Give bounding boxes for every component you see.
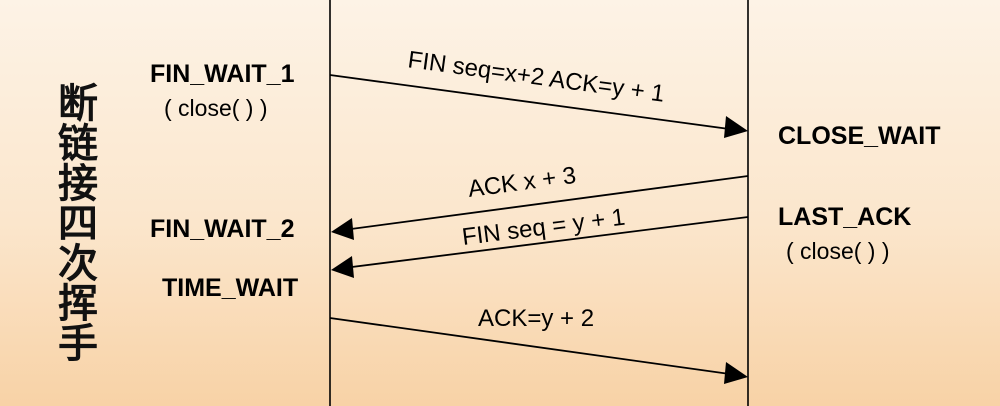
client-state-fin-wait-2: FIN_WAIT_2 [150, 215, 295, 243]
arrowhead-fin-1 [724, 116, 748, 138]
arrowhead-fin-2 [331, 256, 354, 278]
vertical-title: 断链接四次挥手 [51, 82, 97, 362]
server-close-note: ( close( ) ) [786, 238, 890, 264]
arrowhead-ack-y2 [724, 362, 748, 384]
arrowhead-ack-x3 [331, 218, 354, 240]
client-state-time-wait: TIME_WAIT [162, 274, 299, 302]
server-state-close-wait: CLOSE_WAIT [778, 122, 941, 150]
message-arrow-ack-x3 [335, 175, 749, 232]
message-label-ack-y2: ACK=y + 2 [478, 305, 595, 332]
client-state-fin-wait-1: FIN_WAIT_1 [150, 60, 295, 88]
message-arrow-fin-1 [329, 74, 745, 132]
message-arrow-ack-y2 [329, 317, 745, 377]
message-arrow-fin-2 [335, 216, 749, 270]
server-state-last-ack: LAST_ACK [778, 203, 912, 231]
client-close-note: ( close( ) ) [164, 95, 268, 121]
